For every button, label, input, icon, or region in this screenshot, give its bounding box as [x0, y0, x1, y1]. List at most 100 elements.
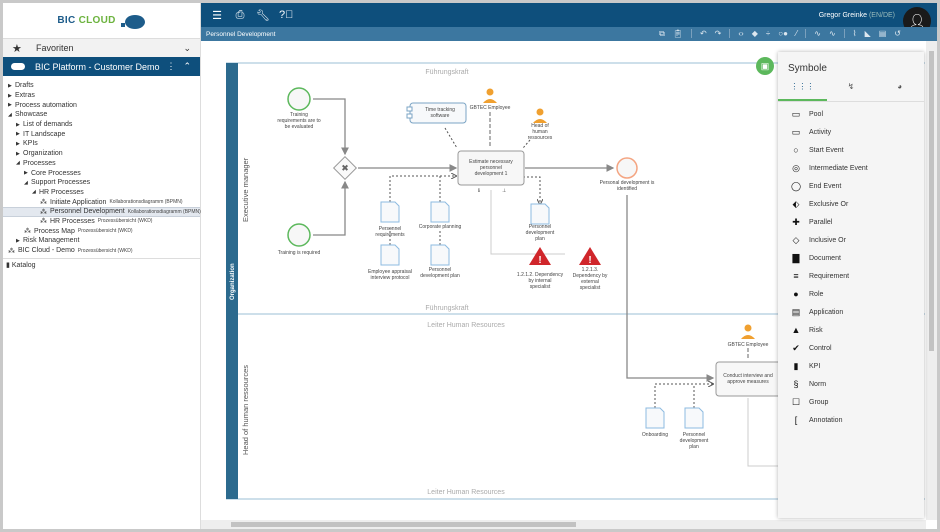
symbol-application[interactable]: ▤Application — [778, 303, 924, 321]
tree-item[interactable]: ▶Process automation — [8, 101, 77, 109]
exclusive-gateway[interactable]: ✖ — [332, 155, 358, 181]
tab-symbols[interactable]: ⋮⋮⋮ — [778, 82, 827, 101]
help-icon[interactable]: ?⃝ — [279, 9, 294, 21]
symbol-group[interactable]: ☐Group — [778, 393, 924, 411]
tree-item[interactable]: ▶Drafts — [8, 82, 34, 90]
layers-icon[interactable]: ◆ — [751, 29, 758, 38]
tree-item[interactable]: ◢Processes — [16, 159, 56, 167]
tree-item[interactable]: ▶IT Landscape — [16, 130, 66, 138]
tree-item[interactable]: ▶Organization — [16, 150, 63, 158]
svg-text:personnel: personnel — [480, 165, 502, 171]
symbol-intermediate-event[interactable]: ◎Intermediate Event — [778, 159, 924, 177]
copy-icon[interactable]: ⧉ — [659, 29, 665, 38]
parallel-icon: ✚ — [792, 216, 800, 227]
diagram-title: Personnel Development — [206, 30, 276, 38]
role[interactable]: GBTEC Employee — [728, 324, 769, 349]
svg-text:Personnel: Personnel — [683, 432, 706, 438]
symbol-parallel[interactable]: ✚Parallel — [778, 213, 924, 231]
comment-icon[interactable]: ▤ — [878, 29, 887, 38]
role[interactable]: GBTEC Employee — [470, 88, 511, 112]
tree-item[interactable]: ◢HR Processes — [32, 188, 84, 196]
symbol-risk[interactable]: ▲Risk — [778, 321, 924, 339]
vertical-scrollbar[interactable] — [926, 41, 937, 520]
history-icon[interactable]: ↺ — [894, 29, 901, 38]
document[interactable]: Corporate planning — [419, 201, 462, 230]
symbol-end-event[interactable]: ◯End Event — [778, 177, 924, 195]
attach-icon[interactable]: ⌇ — [852, 29, 857, 38]
svg-text:GBTEC Employee: GBTEC Employee — [728, 342, 769, 348]
undo-icon[interactable]: ↶ — [699, 29, 707, 38]
code-icon[interactable]: ‹› — [738, 29, 744, 38]
more-options-icon[interactable]: ⋮ — [166, 61, 176, 71]
tree-item[interactable]: ▶List of demands — [16, 121, 73, 129]
line-icon[interactable]: ∿ — [814, 29, 821, 38]
symbol-requirement[interactable]: ≡Requirement — [778, 267, 924, 285]
symbol-activity[interactable]: ▭Activity — [778, 123, 924, 141]
symbol-inclusive-or[interactable]: ◇Inclusive Or — [778, 231, 924, 249]
symbol-control[interactable]: ✔Control — [778, 339, 924, 357]
risk[interactable]: ! 1.2.1.3.Dependency byexternalspecialis… — [573, 247, 608, 291]
expanded-icon: ◢ — [24, 179, 28, 186]
distribute-icon[interactable]: ÷ — [765, 29, 771, 38]
start-event[interactable]: Training is required — [278, 223, 321, 256]
svg-text:Personnel: Personnel — [529, 224, 552, 230]
symbol-pool[interactable]: ▭Pool — [778, 105, 924, 123]
svg-text:development 1: development 1 — [475, 171, 508, 177]
favorites-section[interactable]: ★Favoriten⌄ — [3, 38, 200, 57]
chevron-down-icon[interactable]: ⌄ — [183, 42, 191, 53]
repository-header[interactable]: BIC Platform - Customer Demo⋮⌃ — [3, 57, 200, 76]
menu-icon[interactable]: ☰ — [212, 9, 222, 22]
chevron-up-icon[interactable]: ⌃ — [183, 61, 191, 71]
symbol-role[interactable]: ●Role — [778, 285, 924, 303]
symbol-norm[interactable]: §Norm — [778, 375, 924, 393]
symbol-document[interactable]: ▇Document — [778, 249, 924, 267]
tab-palette[interactable]: ◕ — [875, 82, 924, 101]
tree-item[interactable]: ▶Extras — [8, 92, 35, 100]
tab-connectors[interactable]: ↯ — [827, 82, 876, 101]
wrench-icon[interactable]: 🔧︎ — [256, 9, 270, 22]
tree-item[interactable]: ◢Showcase — [8, 111, 48, 119]
tree-item[interactable]: ▶KPIs — [16, 140, 38, 148]
line-alt-icon[interactable]: ∿ — [828, 29, 836, 38]
pool-header[interactable] — [226, 63, 238, 499]
print-icon[interactable]: ⎙ — [235, 8, 245, 21]
tag-icon[interactable]: ◣ — [864, 29, 871, 38]
tree-item[interactable]: ◢Support Processes — [24, 179, 91, 187]
svg-text:Conduct interview and: Conduct interview and — [723, 373, 773, 379]
tree-item[interactable]: ▶Risk Management — [16, 237, 80, 245]
save-button[interactable]: ▣ — [756, 57, 774, 75]
catalog-link[interactable]: ▮ Katalog — [3, 258, 200, 269]
redo-icon[interactable]: ↷ — [714, 29, 722, 38]
symbol-start-event[interactable]: ○Start Event — [778, 141, 924, 159]
symbol-exclusive-or[interactable]: ⬖Exclusive Or — [778, 195, 924, 213]
collapsed-icon: ▶ — [16, 140, 20, 147]
document[interactable]: Onboarding — [642, 407, 668, 438]
svg-text:identified: identified — [617, 186, 637, 192]
info-icon: ℹ — [478, 188, 480, 194]
symbol-kpi[interactable]: ▮KPI — [778, 357, 924, 375]
paste-icon[interactable]: 📋︎ — [672, 29, 683, 38]
user-name[interactable]: Gregor Greinke (EN/DE) — [818, 11, 895, 19]
symbol-annotation[interactable]: [Annotation — [778, 411, 924, 429]
tree-item[interactable]: ▶Core Processes — [24, 169, 81, 177]
magic-icon[interactable]: ⁄ — [795, 29, 798, 38]
toggle-icon[interactable]: ○● — [778, 29, 788, 38]
horizontal-scrollbar[interactable] — [201, 520, 926, 529]
